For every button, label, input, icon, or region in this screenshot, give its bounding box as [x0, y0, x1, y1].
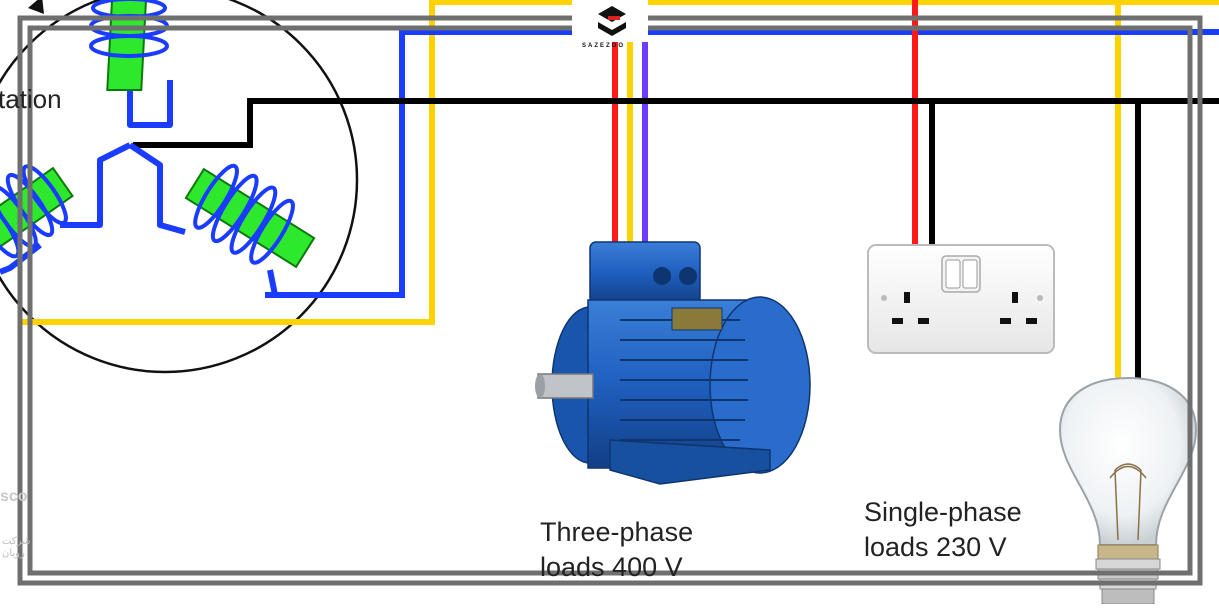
stator-circle: [0, 0, 359, 374]
three-phase-label-line1: Three-phase: [540, 517, 694, 547]
single-phase-label: Single-phase loads 230 V: [864, 495, 1022, 565]
rotation-arrow-icon: [28, 0, 44, 14]
light-bulb-icon: [1058, 376, 1198, 605]
yellow-wire: [20, 0, 1219, 380]
red-wire: [612, 0, 918, 245]
three-phase-label: Three-phase loads 400 V: [540, 515, 693, 585]
stator-coil-left: [0, 164, 74, 261]
watermark-text: sco: [0, 488, 28, 505]
three-phase-label-line2: loads 400 V: [540, 552, 683, 582]
watermark-subtext: شرکت رویان: [2, 536, 30, 560]
neutral-wire: [133, 98, 1219, 380]
double-socket-icon: [867, 244, 1055, 354]
stator-coil-top: [89, 0, 169, 91]
single-phase-label-line1: Single-phase: [864, 497, 1022, 527]
watermark-subtext-line2: رویان: [2, 548, 25, 559]
blue-wire: [265, 29, 1219, 298]
single-phase-label-line2: loads 230 V: [864, 532, 1007, 562]
rotation-label: tation: [0, 84, 62, 114]
stator-coil-right: [184, 163, 316, 269]
sazgoo-logo-icon: [572, 0, 648, 42]
watermark-subtext-line1: شرکت: [2, 536, 31, 547]
electric-motor-icon: [535, 241, 811, 485]
logo-text: SAZEZOO: [582, 43, 626, 49]
